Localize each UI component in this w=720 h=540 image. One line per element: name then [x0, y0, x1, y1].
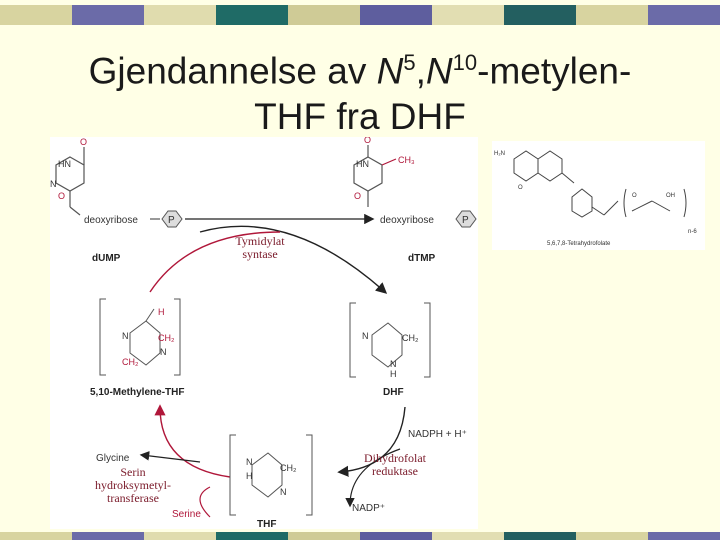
title-prefix: Gjendannelse av	[88, 50, 377, 92]
phosphate-left: P	[161, 210, 183, 228]
tymidylat-syntase-label: Tymidylat syntase	[235, 234, 285, 261]
nadp-label: NADP⁺	[352, 503, 385, 514]
dtmp-label: dTMP	[408, 253, 436, 264]
dump-structure	[55, 147, 160, 220]
svg-text:HN: HN	[356, 159, 369, 169]
arc-dhf-to-thf	[337, 406, 406, 477]
dump-label: dUMP	[92, 253, 121, 264]
deoxyribose-left: deoxyribose	[84, 215, 138, 226]
serine-label: Serine	[172, 509, 201, 520]
svg-text:H: H	[390, 369, 397, 379]
tetrahydrofolate-svg: H₂N O O OH n-6 5,6,7,8-Tetrahydrofolate	[494, 150, 697, 247]
thf-label: THF	[257, 519, 276, 529]
slide-title: Gjendannelse av N5,N10-metylen- THF fra …	[0, 40, 720, 140]
svg-text:N: N	[122, 331, 129, 341]
phosphate-right: P	[455, 210, 477, 228]
bottom-decor-stripe	[0, 532, 720, 540]
thf-structure	[229, 434, 313, 516]
svg-text:O: O	[364, 137, 371, 145]
svg-text:H₂N: H₂N	[494, 151, 505, 157]
svg-text:H: H	[246, 471, 253, 481]
dhf-structure	[349, 302, 431, 378]
ch2-label-a: CH₂	[158, 333, 175, 343]
svg-text:N: N	[160, 347, 167, 357]
tetrahydrofolate-label: 5,6,7,8-Tetrahydrofolate	[547, 241, 611, 247]
ch2-label-d: CH₂	[280, 463, 297, 473]
glycine-label: Glycine	[96, 453, 130, 464]
arrow-glycine	[139, 451, 201, 463]
methylene-thf-structure	[99, 298, 181, 376]
top-decor-stripe	[0, 5, 720, 25]
svg-text:H: H	[158, 307, 165, 317]
nadph-label: NADPH + H⁺	[408, 429, 467, 440]
thymidylate-cycle-diagram: O HN O N deoxyribose P dUMP O CH₃ HN O d…	[50, 135, 478, 530]
deoxyribose-right: deoxyribose	[380, 215, 434, 226]
ch2-label-c: CH₂	[402, 333, 419, 343]
arc-to-dtmp	[199, 225, 388, 294]
svg-text:n-6: n-6	[688, 229, 697, 235]
dhf-label: DHF	[383, 387, 404, 398]
svg-text:N: N	[280, 487, 287, 497]
serin-hydroksymetyltransferase-label: Serin hydroksymetyl- transferase	[95, 465, 171, 505]
svg-text:N: N	[390, 359, 397, 369]
serine-glycine-arrow	[199, 486, 211, 518]
svg-text:N: N	[246, 457, 253, 467]
title-n5: N	[376, 50, 404, 92]
svg-text:O: O	[632, 193, 637, 199]
tetrahydrofolate-panel: H₂N O O OH n-6 5,6,7,8-Tetrahydrofolate	[492, 141, 705, 250]
svg-text:O: O	[80, 137, 87, 147]
arc-thf-to-methylene	[154, 404, 231, 478]
svg-text:OH: OH	[666, 193, 675, 199]
arrow-nadp	[345, 448, 401, 508]
title-suffix: -metylen-	[477, 50, 632, 92]
cycle-svg: O HN O N deoxyribose P dUMP O CH₃ HN O d…	[50, 135, 477, 530]
title-n10: N	[425, 50, 453, 92]
dtmp-structure	[353, 145, 397, 207]
svg-text:N: N	[50, 179, 57, 189]
dihydrofolat-reduktase-label: Dihydrofolat reduktase	[364, 451, 426, 478]
ch2-label-b: CH₂	[122, 357, 139, 367]
arc-from-methylene	[149, 231, 281, 293]
phosphate-right-label: P	[462, 215, 469, 226]
phosphate-left-label: P	[168, 215, 175, 226]
svg-text:HN: HN	[58, 159, 71, 169]
methylene-thf-label: 5,10-Methylene-THF	[90, 387, 184, 398]
title-comma: ,	[415, 50, 426, 92]
title-sup5: 5	[403, 50, 416, 75]
svg-text:O: O	[518, 185, 523, 191]
svg-text:O: O	[58, 191, 65, 201]
ch3-label: CH₃	[398, 155, 415, 165]
title-sup10: 10	[452, 50, 478, 75]
svg-text:O: O	[354, 191, 361, 201]
svg-text:N: N	[362, 331, 369, 341]
title-line2: THF fra DHF	[254, 96, 466, 138]
